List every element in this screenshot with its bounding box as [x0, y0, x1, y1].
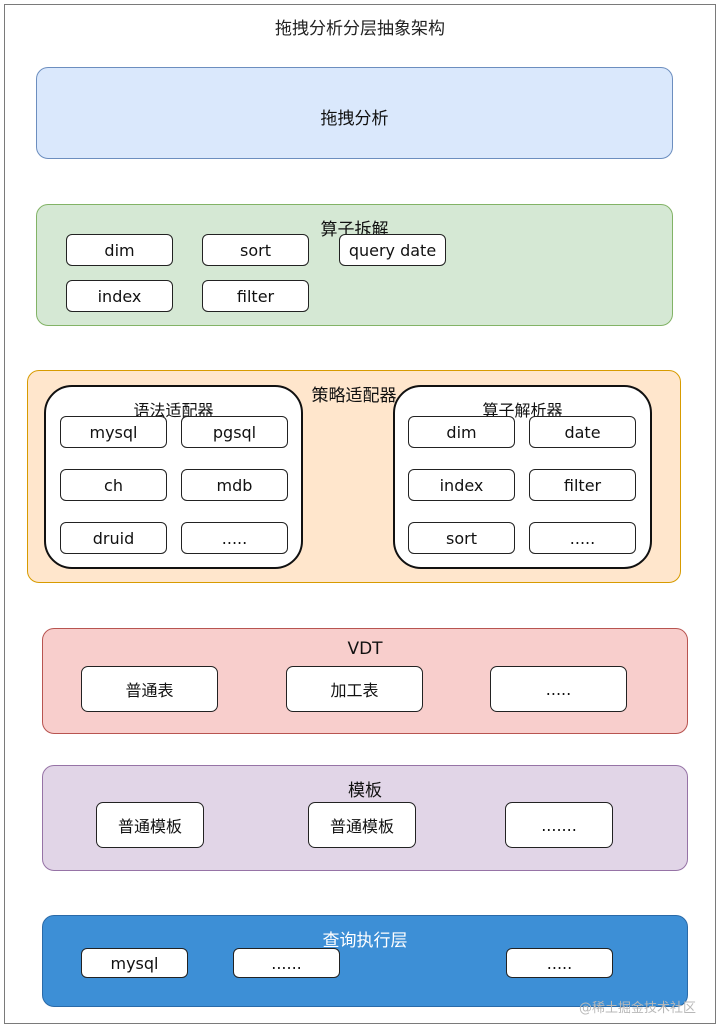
operator-decomposition-layer: 算子拆解 dim sort query date index filter	[36, 204, 673, 326]
strategy-adapter-layer: 策略适配器 语法适配器 mysql pgsql ch mdb druid ...…	[27, 370, 681, 583]
syntax-item-mdb: mdb	[181, 469, 288, 501]
query-execution-layer: 查询执行层 mysql ...... .....	[42, 915, 688, 1007]
parser-item-dim: dim	[408, 416, 515, 448]
drag-analysis-layer: 拖拽分析	[36, 67, 673, 159]
parser-item-more: .....	[529, 522, 636, 554]
query-execution-label: 查询执行层	[322, 931, 408, 951]
vdt-layer: VDT 普通表 加工表 .....	[42, 628, 688, 734]
drag-analysis-label: 拖拽分析	[320, 109, 389, 129]
template-item-normal-1: 普通模板	[96, 802, 204, 848]
syntax-item-ch: ch	[60, 469, 167, 501]
watermark-text: @稀土掘金技术社区	[578, 1001, 696, 1016]
syntax-adapter-label: 语法适配器	[133, 401, 214, 420]
syntax-adapter-group: 语法适配器 mysql pgsql ch mdb druid .....	[44, 385, 303, 569]
template-layer: 模板 普通模板 普通模板 .......	[42, 765, 688, 871]
query-item-more-2: .....	[506, 948, 613, 978]
parser-item-sort: sort	[408, 522, 515, 554]
operator-item-dim: dim	[66, 234, 173, 266]
syntax-item-druid: druid	[60, 522, 167, 554]
syntax-item-mysql: mysql	[60, 416, 167, 448]
parser-item-filter: filter	[529, 469, 636, 501]
operator-item-filter: filter	[202, 280, 309, 312]
strategy-adapter-label: 策略适配器	[311, 386, 397, 406]
syntax-item-pgsql: pgsql	[181, 416, 288, 448]
vdt-item-more: .....	[490, 666, 627, 712]
template-item-normal-2: 普通模板	[308, 802, 416, 848]
parser-item-index: index	[408, 469, 515, 501]
syntax-item-more: .....	[181, 522, 288, 554]
vdt-item-processed-table: 加工表	[286, 666, 423, 712]
operator-item-index: index	[66, 280, 173, 312]
diagram-title: 拖拽分析分层抽象架构	[275, 19, 445, 39]
query-item-more-1: ......	[233, 948, 340, 978]
vdt-item-normal-table: 普通表	[81, 666, 218, 712]
vdt-label: VDT	[347, 639, 383, 659]
operator-parser-label: 算子解析器	[482, 401, 563, 420]
template-item-more: .......	[505, 802, 613, 848]
operator-parser-group: 算子解析器 dim date index filter sort .....	[393, 385, 652, 569]
operator-item-query-date: query date	[339, 234, 446, 266]
parser-item-date: date	[529, 416, 636, 448]
operator-item-sort: sort	[202, 234, 309, 266]
template-label: 模板	[348, 781, 382, 801]
query-item-mysql: mysql	[81, 948, 188, 978]
